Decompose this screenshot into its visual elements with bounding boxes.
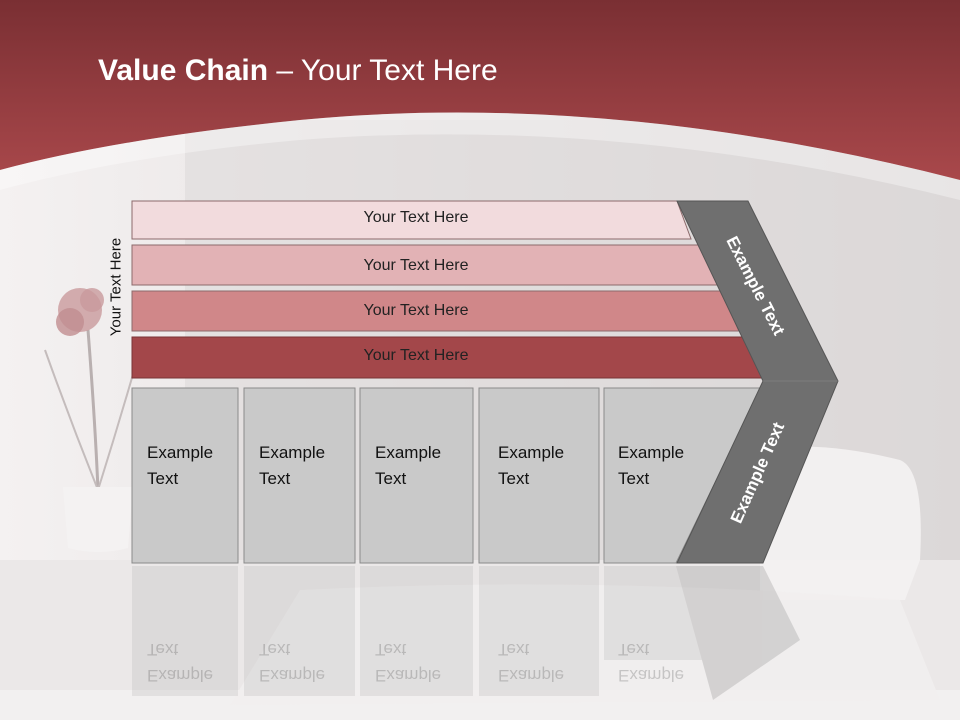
- band-1-label: Your Text Here: [363, 209, 469, 226]
- reflection: [132, 566, 800, 700]
- box-2-shape: [243, 387, 356, 564]
- box-3-label: Example Text: [375, 443, 442, 488]
- title-bold: Value Chain: [98, 54, 269, 87]
- box-2-label: Example Text: [259, 443, 326, 488]
- box-1-label: Example Text: [147, 443, 214, 488]
- box-4-label: Example Text: [498, 443, 565, 488]
- band-4-label: Your Text Here: [363, 347, 469, 364]
- band-3-label: Your Text Here: [363, 302, 469, 319]
- box-4-shape: [478, 387, 600, 564]
- title-rest: – Your Text Here: [268, 54, 498, 87]
- box-5-reflection: Example Text: [618, 640, 685, 685]
- box-2-reflection: Example Text: [259, 640, 326, 685]
- box-5-shape: [603, 387, 762, 564]
- band-2-label: Your Text Here: [363, 257, 469, 274]
- box-3-reflection: Example Text: [375, 640, 442, 685]
- box-5-label: Example Text: [618, 443, 685, 488]
- box-4-reflection: Example Text: [498, 640, 565, 685]
- band-1-shape: [131, 200, 692, 240]
- box-1-reflection: Example Text: [147, 640, 214, 685]
- box-3-shape: [359, 387, 474, 564]
- box-1-shape: [131, 387, 239, 564]
- slide-title: Value Chain – Your Text Here: [98, 54, 498, 88]
